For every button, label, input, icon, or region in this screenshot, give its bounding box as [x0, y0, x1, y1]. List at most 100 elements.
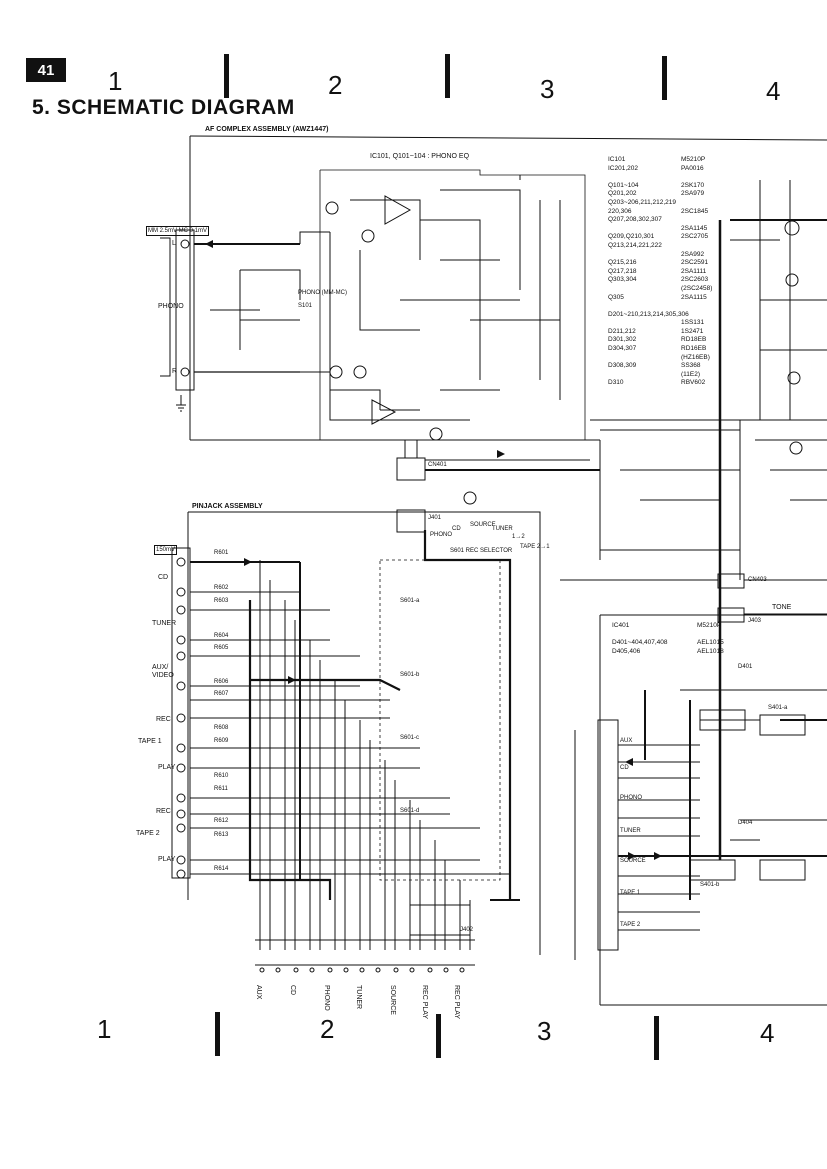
input-tape1: TAPE 1 [138, 738, 162, 745]
bottom-label-rec-play-1: REC PLAY [421, 985, 428, 1020]
right-input-aux: AUX [620, 738, 633, 744]
parts-list-row: D211,212 1S2471 [608, 328, 712, 337]
part-type: (HZ16EB) [681, 353, 710, 361]
switch-s401a: S401-a [768, 705, 788, 711]
selector-pos-phono: PHONO [430, 532, 453, 538]
part-type: 2SA1115 [681, 293, 707, 301]
input-tape1-rec: REC [156, 716, 171, 723]
right-input-source: SOURCE [620, 858, 646, 864]
resistor-label: R609 [214, 738, 229, 744]
part-type: 2SC2603 [681, 276, 709, 284]
part-ref: D211,212 [608, 327, 636, 335]
part-type: 2SC1845 [681, 207, 709, 215]
part-type: 2SA1111 [681, 267, 707, 275]
part-ref: Q213,214,221,222 [608, 241, 662, 249]
resistor-label: R605 [214, 645, 229, 651]
part-type: (11E2) [681, 370, 701, 378]
af-assembly-label: AF COMPLEX ASSEMBLY (AWZ1447) [205, 126, 329, 133]
column-divider [224, 54, 229, 98]
resistor-label: R614 [214, 866, 229, 872]
part-type: 1S2471 [681, 327, 704, 335]
part-ref: Q201,202 [608, 190, 637, 198]
part-type: 2SA979 [681, 190, 705, 198]
right-input-tuner: TUNER [620, 828, 641, 834]
bottom-label-tuner: TUNER [355, 985, 362, 1010]
parts-list-row: Q203~206,211,212,219 [608, 199, 712, 208]
pinjack-level: 150mV [154, 545, 178, 555]
part-type: RD16EB [681, 345, 707, 353]
switch-s401b: S401-b [700, 882, 720, 888]
part-ref: D308,309 [608, 362, 637, 370]
right-input-cd: CD [620, 765, 629, 771]
tone-label: TONE [772, 604, 792, 611]
part-type: SS368 [681, 362, 701, 370]
bottom-label-cd: CD [289, 985, 296, 996]
selector-pos-source: SOURCE [470, 522, 496, 528]
switch-ref: S101 [298, 303, 313, 309]
bottom-label-source: SOURCE [389, 985, 396, 1015]
part-ref [608, 225, 681, 234]
part-type: 2SA1145 [681, 224, 708, 232]
part-type: (2SC2458) [681, 284, 713, 292]
phono-label: PHONO [158, 303, 184, 310]
switch-s601c: S601-c [400, 735, 420, 741]
resistor-label: R606 [214, 679, 229, 685]
diode-d404: D404 [738, 820, 753, 826]
part-ref: D301,302 [608, 336, 637, 344]
resistor-label: R608 [214, 725, 229, 731]
page-tag: 41 [26, 58, 66, 82]
part-type: M5210P [697, 622, 722, 629]
column-divider [662, 56, 667, 100]
part-ref [608, 302, 681, 311]
part-type: 2SK170 [681, 181, 705, 189]
column-divider [654, 1016, 659, 1060]
resistor-label: R611 [214, 786, 228, 792]
resistor-label: R603 [214, 598, 229, 604]
page-title: 5. SCHEMATIC DIAGRAM [32, 96, 295, 119]
part-type: PA0016 [681, 164, 704, 172]
bottom-label-phono: PHONO [323, 985, 330, 1011]
cn401-label: CN401 [428, 462, 447, 468]
column-divider [436, 1014, 441, 1058]
j403-label: J403 [748, 618, 762, 624]
input-tuner: TUNER [152, 620, 177, 627]
switch-s601b: S601-b [400, 672, 420, 678]
part-type: M5210P [681, 156, 706, 163]
input-aux-video: AUX/ VIDEO [152, 664, 174, 679]
right-input-tape1: TAPE 1 [620, 890, 641, 896]
switch-s601d: S601-d [400, 808, 420, 814]
input-tape2: TAPE 2 [136, 830, 160, 837]
cn403-label: CN403 [748, 577, 767, 583]
part-type: 2SC2591 [681, 259, 709, 267]
part-ref: D405,406 [612, 647, 641, 655]
part-type: 2SA992 [681, 250, 705, 258]
parts-list-row: D201~210,213,214,305,306 [608, 311, 712, 320]
phono-switch-label: PHONO (MM-MC) [298, 290, 347, 296]
parts-list-row: (HZ16EB) [608, 354, 712, 363]
parts-list-row [608, 173, 712, 182]
bottom-column-number-1: 1 [97, 1014, 112, 1044]
pinjack-label: PINJACK ASSEMBLY [192, 503, 263, 510]
bottom-label-aux: AUX [255, 985, 262, 1000]
column-number-2: 2 [328, 70, 343, 100]
bottom-label-rec-play-2: REC PLAY [453, 985, 460, 1020]
parts-list-row: 1SS131 [608, 319, 712, 328]
part-type: 2SC2705 [681, 233, 709, 241]
parts-list-row [608, 302, 712, 311]
resistor-label: R612 [214, 818, 229, 824]
resistor-label: R607 [214, 691, 229, 697]
switch-s601a: S601-a [400, 598, 420, 604]
parts-list-row: (11E2) [608, 371, 712, 380]
resistor-label: R613 [214, 832, 229, 838]
parts-list-row: (2SC2458) [608, 285, 712, 294]
input-tape1-play: PLAY [158, 764, 176, 771]
